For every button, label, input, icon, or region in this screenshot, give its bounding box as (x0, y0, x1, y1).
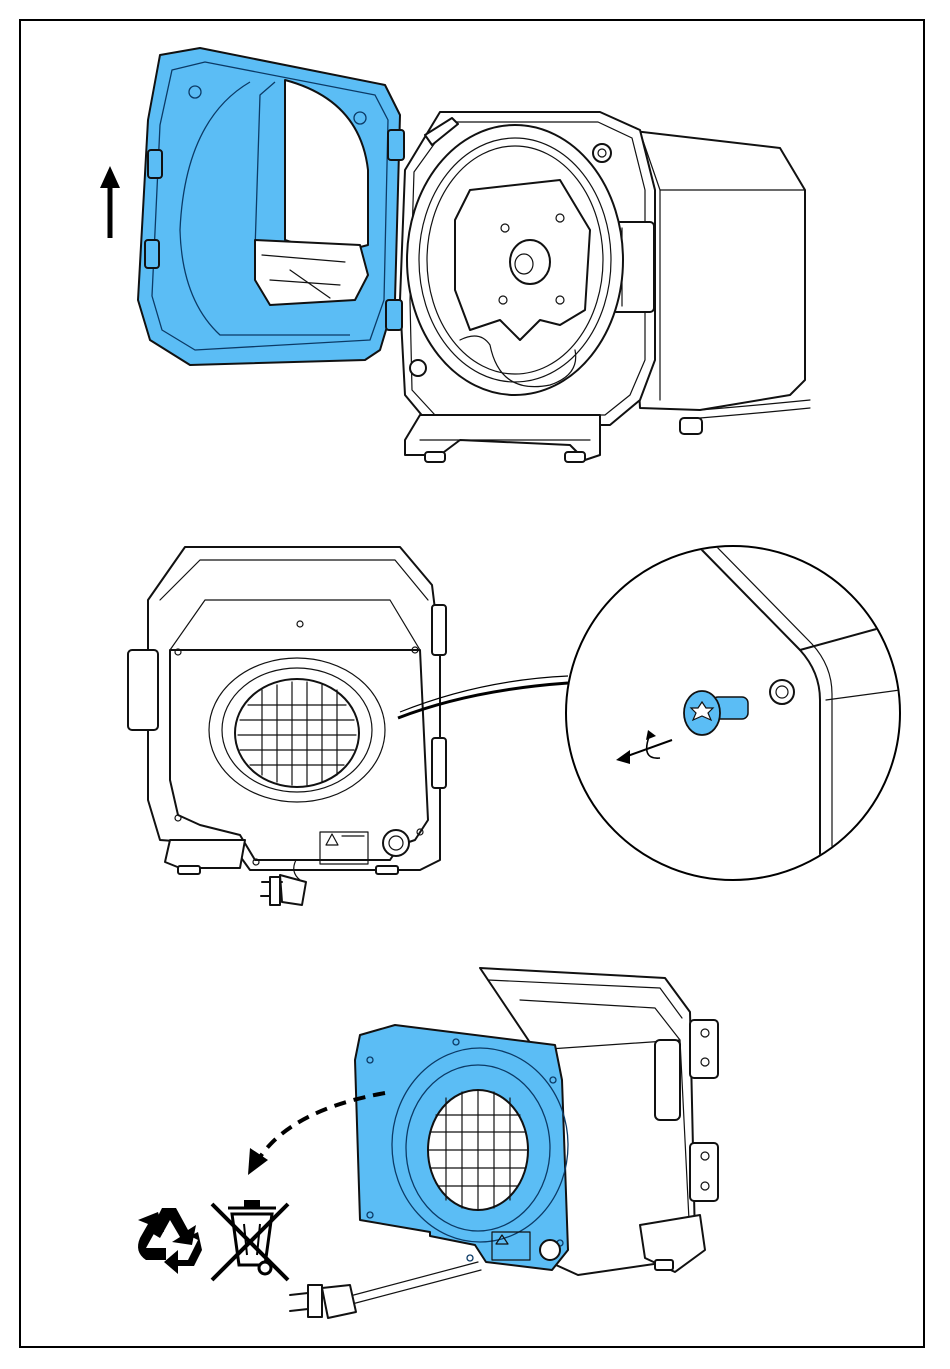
back-panel-blue (355, 1025, 568, 1270)
recycle-icon (138, 1208, 202, 1274)
pump-rear-view (128, 547, 446, 905)
step-1-open-door (100, 48, 810, 462)
step-2-remove-screws (128, 542, 900, 905)
arrow-up-icon (100, 166, 120, 238)
pump-door-blue (138, 48, 404, 365)
crossed-bin-weee-icon (212, 1200, 288, 1280)
pump-body (400, 112, 810, 462)
power-cable-plug (290, 1262, 481, 1318)
step-3-dispose-panel (138, 968, 718, 1318)
